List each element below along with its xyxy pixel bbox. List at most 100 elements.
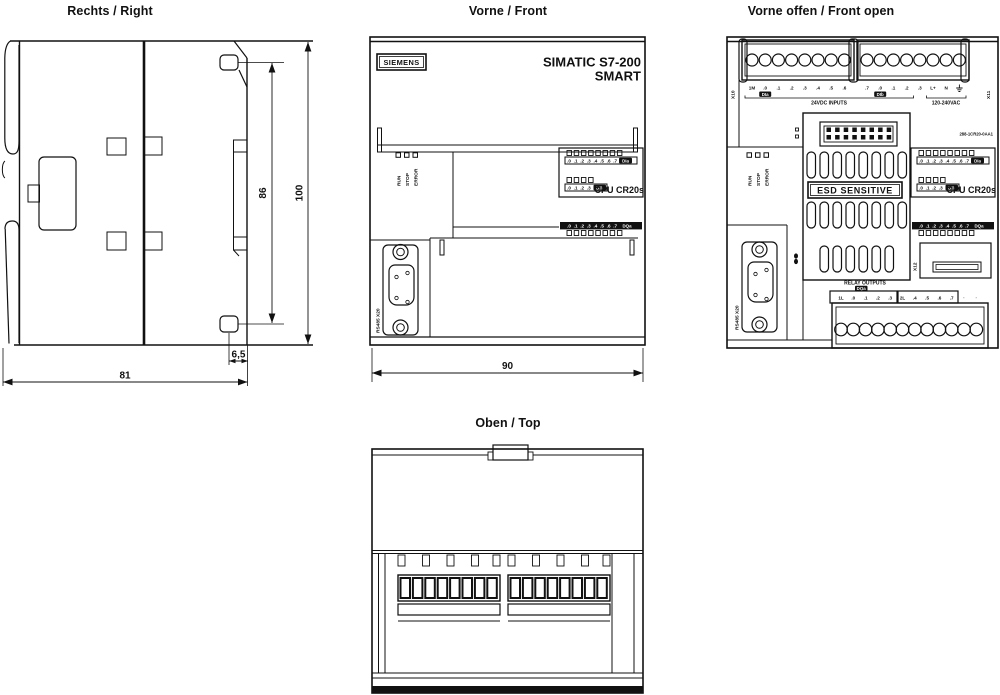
- dqa-digit: .3: [587, 224, 591, 229]
- terminal-label: .2: [790, 86, 794, 91]
- dia-digit: .2: [932, 159, 936, 164]
- led-row-dqa: .0 .1 .2 .3 .4 .5 .6 .7 DQa: [560, 222, 642, 236]
- status-leds: RUN STOP ERROR: [746, 152, 771, 186]
- terminal-label: .7: [950, 296, 954, 301]
- dia-digit: .7: [613, 159, 617, 164]
- terminal-label: 1L: [838, 296, 844, 301]
- stop-led-label: STOP: [405, 172, 411, 186]
- dib-digit: .0: [567, 186, 571, 191]
- terminal-comb-right: [507, 554, 611, 622]
- led-row-dia: .0 .1 .2 .3 .4 .5 .6 .7 DIa: [916, 150, 990, 165]
- terminal-label: .5: [925, 296, 929, 301]
- dimension-81: 81: [2, 345, 248, 386]
- din-rail-bar: [372, 686, 643, 693]
- esd-warning-text: ESD SENSITIVE: [817, 186, 893, 196]
- screw-mark: [794, 253, 798, 265]
- order-number: 288-1CR20-0AA1: [959, 132, 993, 137]
- run-led: [395, 152, 401, 158]
- error-led-label: ERROR: [414, 168, 420, 186]
- dia-digit: .2: [580, 159, 584, 164]
- cpu-model-label: CPU CR20s: [594, 185, 644, 195]
- terminal-label: .3: [803, 86, 807, 91]
- top-view: [371, 444, 644, 694]
- inputs-group-label: 24VDC INPUTS: [811, 101, 848, 107]
- dia-digit: .6: [959, 159, 963, 164]
- terminal-label: .2: [876, 296, 880, 301]
- dib-digit: .2: [580, 186, 584, 191]
- dia-digit: .1: [574, 159, 578, 164]
- x11-label: X11: [986, 90, 992, 99]
- dqa-badge: DQa: [622, 224, 632, 229]
- front-open-view-title: Vorne offen / Front open: [747, 4, 895, 18]
- error-led-label: ERROR: [765, 168, 771, 186]
- status-leds: RUN STOP ERROR: [395, 152, 420, 186]
- dqa-badge: DQa: [974, 224, 984, 229]
- dia-digit: .4: [945, 159, 949, 164]
- dqa-digit: .4: [593, 224, 597, 229]
- siemens-logo: SIEMENS: [376, 53, 427, 71]
- spare-terminal: ·: [976, 296, 978, 301]
- terminal-label: .0: [851, 296, 855, 301]
- dia-badge: DIa: [974, 158, 981, 163]
- terminal-comb-left: [397, 554, 501, 622]
- terminal-label: .1: [776, 86, 780, 91]
- rs485-connector: RS485 X20: [376, 243, 419, 336]
- dia-digit: .3: [939, 159, 943, 164]
- terminal-label: .4: [913, 296, 917, 301]
- dimension-90: 90: [371, 348, 644, 382]
- rs485-port-label: RS485 X20: [735, 305, 741, 330]
- led-row-dqa: .0 .1 .2 .3 .4 .5 .6 .7 DQa: [912, 222, 994, 236]
- product-sub-text: SMART: [595, 69, 641, 84]
- dqa-digit: .2: [932, 224, 936, 229]
- retainer-clips: [106, 136, 163, 251]
- run-led-label: RUN: [748, 175, 754, 186]
- relay-output-labels: RELAY OUTPUTS DQa 1L .0 .1 .2 .3 2L .4 .…: [829, 281, 978, 304]
- error-led: [763, 152, 769, 158]
- earth-ground-icon: [956, 84, 963, 92]
- front-view: SIEMENS SIMATIC S7-200 SMART RUN STOP ER…: [369, 36, 646, 382]
- dim-81-label: 81: [119, 371, 131, 382]
- front-open-view: X10 X11 1M .0 .1 .2 .3 .4 .5 .6 DIa .7 .…: [726, 36, 999, 349]
- x10-label: X10: [731, 90, 737, 99]
- mounting-hole-top: [219, 54, 239, 71]
- dim-6-5-label: 6,5: [232, 350, 246, 361]
- vent-dot: [795, 127, 799, 132]
- dqa-digit: .7: [613, 224, 617, 229]
- terminal-door: ESD SENSITIVE: [795, 112, 911, 281]
- terminal-label: .7: [865, 86, 869, 91]
- terminal-label: .0: [763, 86, 767, 91]
- run-led: [746, 152, 752, 158]
- dib-badge: DIb: [877, 92, 884, 97]
- led-row-dia: .0 .1 .2 .3 .4 .5 .6 .7 DIa: [564, 150, 638, 165]
- error-led: [412, 152, 418, 158]
- terminal-label: .4: [816, 86, 820, 91]
- cpu-model-label: CPU CR20s: [946, 185, 996, 195]
- dib-digit: .3: [587, 186, 591, 191]
- rs485-port-label: RS485 X20: [376, 308, 382, 333]
- vent-dot: [795, 134, 799, 139]
- led-row-dib: .0 .1 .2 .3 DIb: [916, 177, 960, 192]
- dia-digit: .6: [607, 159, 611, 164]
- rs485-connector-side: [27, 156, 77, 231]
- spare-terminal: ·: [963, 296, 965, 301]
- dqa-digit: .5: [600, 224, 604, 229]
- din-clip-tab: [487, 444, 534, 461]
- power-group-label: 120-240VAC: [932, 101, 961, 107]
- relay-group-label: RELAY OUTPUTS: [844, 281, 886, 287]
- dia-digit: .7: [965, 159, 969, 164]
- input-terminal-block-a: [738, 38, 859, 83]
- rs485-connector: RS485 X20: [735, 241, 778, 333]
- stop-led: [755, 152, 761, 158]
- dia-digit: .5: [600, 159, 604, 164]
- input-terminal-labels: 1M .0 .1 .2 .3 .4 .5 .6 DIa .7 .0 .1 .2 …: [744, 84, 967, 107]
- dia-digit: .0: [919, 159, 923, 164]
- pin-header: [819, 121, 898, 147]
- dqa-digit: .7: [965, 224, 969, 229]
- dim-86-label: 86: [258, 187, 269, 199]
- dqa-badge: DQa: [857, 286, 867, 291]
- terminal-label: L+: [930, 86, 936, 91]
- relay-terminal-block: [831, 302, 989, 349]
- terminal-label: .6: [937, 296, 941, 301]
- dimension-86: 86: [238, 62, 284, 325]
